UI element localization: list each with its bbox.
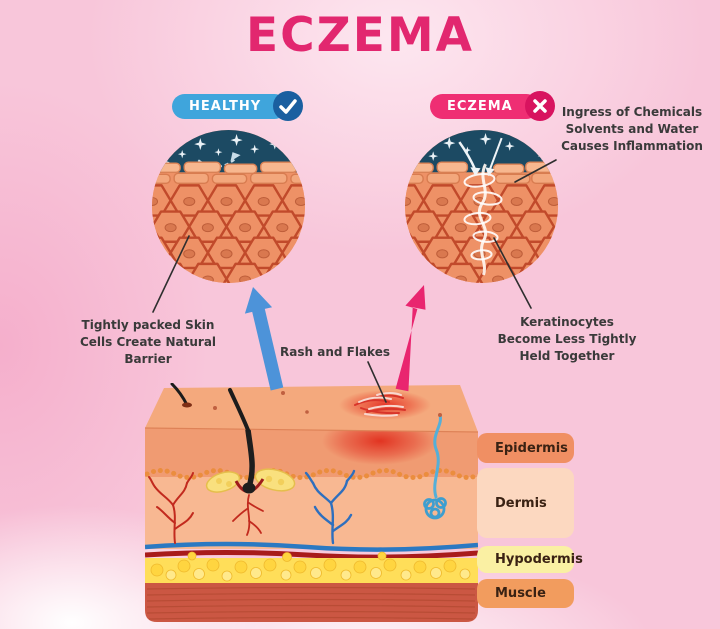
page-title: ECZEMA — [246, 8, 474, 63]
healthy-skin-cells-illustration — [152, 130, 305, 283]
skin-cross-section-illustration — [144, 383, 479, 622]
blood-vessel-line-blue — [145, 541, 478, 552]
follicle-capillaries — [232, 494, 264, 536]
healthy-badge: HEALTHY — [172, 91, 304, 121]
eczema-badge: ECZEMA — [430, 91, 555, 121]
sweat-gland-coil — [423, 497, 447, 520]
basement-membrane — [145, 468, 478, 480]
check-icon — [273, 91, 304, 121]
cross-icon — [524, 91, 555, 121]
rash-on-surface — [339, 390, 431, 420]
annotation-line: Solvents and Water — [565, 122, 699, 136]
annotation-line: Tightly packed Skin — [81, 318, 215, 332]
red-blood-vessel-tree — [148, 472, 194, 544]
blue-arrow-icon — [244, 287, 284, 391]
layer-label-epidermis: Epidermis — [477, 433, 574, 463]
annotation-line: Held Together — [519, 349, 615, 363]
annotation-rash: Rash and Flakes — [270, 344, 400, 361]
hair-bulb — [242, 482, 256, 494]
hairs — [170, 383, 250, 432]
healthy-badge-label: HEALTHY — [172, 94, 288, 119]
muscle-fibers — [146, 586, 476, 620]
pink-arrow-icon — [395, 285, 426, 392]
layer-label-dermis: Dermis — [477, 468, 574, 538]
annotation-line: Cells Create Natural — [79, 335, 217, 349]
blue-blood-vessel-tree — [304, 469, 356, 545]
annotation-line: Become Less Tightly — [497, 332, 637, 346]
sebaceous-glands — [205, 468, 296, 493]
annotation-line: Keratinocytes — [520, 315, 614, 329]
annotation-line: Barrier — [124, 352, 172, 366]
layer-label-hypodermis: Hypodermis — [477, 546, 583, 573]
dermis-layer — [145, 477, 478, 549]
fat-cells — [150, 551, 471, 582]
muscle-layer — [145, 583, 478, 622]
annotation-line: Rash and Flakes — [280, 345, 390, 359]
hair-follicle — [245, 428, 255, 490]
eczema-skin-cells-illustration — [405, 130, 558, 283]
annotation-line: Causes Inflammation — [561, 139, 703, 153]
eczema-badge-label: ECZEMA — [430, 94, 539, 119]
blood-vessel-line-red — [145, 550, 478, 560]
pores — [213, 391, 442, 417]
annotation-barrier: Tightly packed Skin Cells Create Natural… — [68, 317, 228, 368]
annotation-keratinocytes: Keratinocytes Become Less Tightly Held T… — [487, 314, 647, 365]
annotation-line: Ingress of Chemicals — [561, 105, 703, 119]
chemical-entry-arrows — [458, 137, 503, 177]
sweat-duct — [433, 413, 442, 499]
layer-label-muscle: Muscle — [477, 579, 574, 608]
annotation-ingress: Ingress of Chemicals Solvents and Water … — [552, 104, 712, 155]
